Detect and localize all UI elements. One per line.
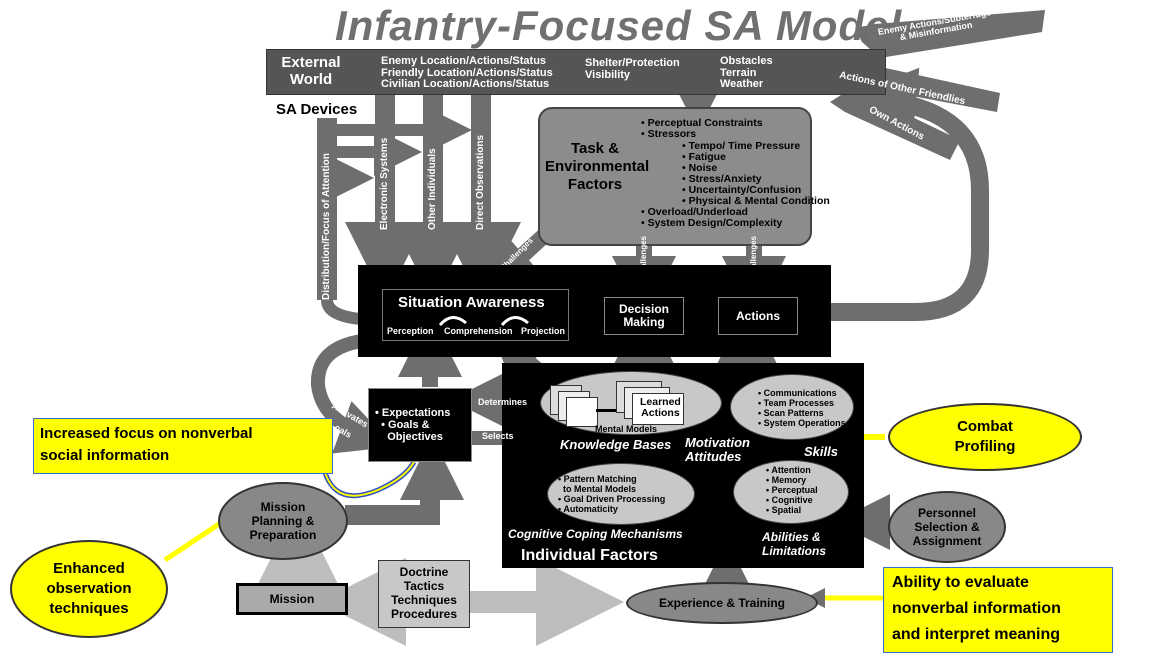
mental-models-label: Mental Models xyxy=(595,424,658,434)
abilities-oval xyxy=(733,460,849,524)
coping-list: • Pattern Matching to Mental Models • Go… xyxy=(558,474,666,514)
determines-label: Determines xyxy=(478,397,528,407)
diagram-title: Infantry-Focused SA Model xyxy=(335,2,903,49)
comprehension-label: Comprehension xyxy=(444,326,513,336)
sa-level-arcs xyxy=(438,316,529,327)
knowledge-bases-label: Knowledge Bases xyxy=(560,437,672,452)
electronic-systems-label: Electronic Systems xyxy=(379,137,390,230)
learned-actions-label: Learned Actions xyxy=(640,396,681,419)
actions-box: Actions xyxy=(718,297,798,335)
task-environment-title: Task & Environmental Factors xyxy=(545,140,650,193)
skills-oval xyxy=(730,374,854,440)
sa-feedback-curve xyxy=(310,333,395,454)
doctrine-box: Doctrine Tactics Techniques Procedures xyxy=(378,560,470,628)
selects-label: Selects xyxy=(482,431,514,441)
sa-devices-label: SA Devices xyxy=(276,101,358,118)
expectations-box: • Expectations • Goals & Objectives xyxy=(368,388,472,462)
external-world-label: External World xyxy=(281,54,341,88)
actions-feedback-arrow xyxy=(830,67,989,321)
individual-factors-label: Individual Factors xyxy=(521,547,658,564)
abilities-list: • Attention • Memory • Perceptual • Cogn… xyxy=(766,465,818,515)
external-world-terrain: Obstacles Terrain Weather xyxy=(720,55,773,90)
abilities-limitations-label: Abilities & Limitations xyxy=(762,530,827,558)
situation-awareness-box xyxy=(382,289,569,341)
perception-label: Perception xyxy=(387,326,434,336)
combat-profiling-callout: Combat Profiling xyxy=(888,403,1082,471)
enhanced-observation-callout: Enhanced observation techniques xyxy=(10,540,168,638)
enhanced-observation-arrow xyxy=(163,519,224,563)
motivation-label: Motivation Attitudes xyxy=(685,435,750,464)
experience-training-oval: Experience & Training xyxy=(626,582,818,624)
task-top-bullets: • Perceptual Constraints • Stressors xyxy=(641,117,763,140)
distribution-label: Distribution/Focus of Attention xyxy=(321,153,332,300)
coping-mechanisms-label: Cognitive Coping Mechanisms xyxy=(508,527,683,541)
mission-box: Mission xyxy=(236,583,348,615)
projection-label: Projection xyxy=(521,326,566,336)
external-world-locations: Enemy Location/Actions/Status Friendly L… xyxy=(381,55,553,90)
direct-observations-label: Direct Observations xyxy=(475,134,486,230)
evaluate-nonverbal-callout: Ability to evaluate nonverbal informatio… xyxy=(883,567,1113,653)
mission-planning-oval: Mission Planning & Preparation xyxy=(218,482,348,560)
situation-awareness-title: Situation Awareness xyxy=(398,294,545,311)
decision-making-box: Decision Making xyxy=(604,297,684,335)
personnel-selection-oval: Personnel Selection & Assignment xyxy=(888,491,1006,563)
task-bottom-bullets: • Overload/Underload • System Design/Com… xyxy=(641,206,783,229)
skills-label: Skills xyxy=(804,444,838,459)
external-world-shelter: Shelter/Protection Visibility xyxy=(585,57,680,81)
nonverbal-focus-callout: Increased focus on nonverbal social info… xyxy=(33,418,333,474)
other-individuals-label: Other Individuals xyxy=(427,148,438,230)
enemy-actions-arrow xyxy=(855,10,1045,58)
task-environment-box xyxy=(538,107,812,246)
coping-oval xyxy=(547,463,695,525)
planning-to-expectations-arrow xyxy=(345,468,440,525)
external-world-bar xyxy=(266,49,886,95)
skills-list: • Communications • Team Processes • Scan… xyxy=(758,388,846,428)
task-stressor-bullets: • Tempo/ Time Pressure • Fatigue • Noise… xyxy=(682,140,830,207)
